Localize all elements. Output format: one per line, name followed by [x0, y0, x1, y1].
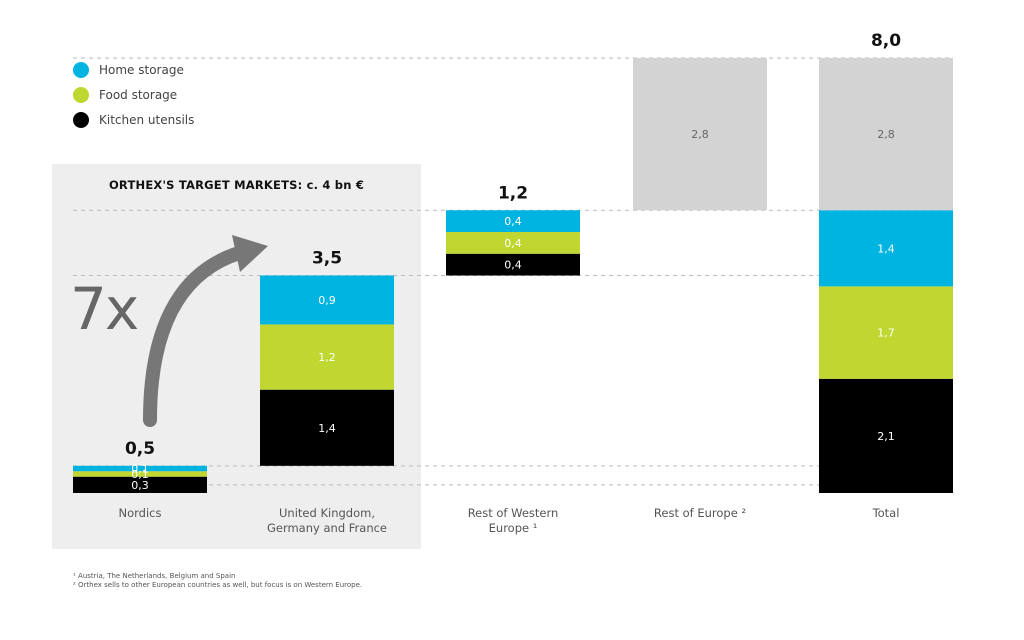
bar-segment-label: 2,8: [691, 128, 709, 141]
bar-segment: [633, 58, 767, 211]
bar-segment-label: 0,4: [504, 237, 522, 250]
bar-segment-label: 0,9: [318, 294, 336, 307]
bar-segment: [819, 378, 953, 493]
legend-label: Food storage: [99, 87, 178, 102]
bar-total-label: 8,0: [871, 31, 901, 51]
category-label: Rest of Western: [468, 506, 559, 520]
bar-segment: [260, 389, 394, 466]
bar-segment-label: 0,3: [131, 479, 149, 492]
growth-multiplier: 7x: [70, 275, 139, 343]
legend-item-food-storage: Food storage: [73, 82, 194, 107]
bar-segment-label: 1,4: [877, 242, 895, 255]
bar-segment: [819, 210, 953, 287]
legend-item-kitchen-utensils: Kitchen utensils: [73, 107, 194, 132]
bars: [73, 58, 953, 493]
growth-arrow-icon: [143, 243, 257, 427]
category-label: Europe ¹: [489, 521, 538, 535]
bar-segment-label: 0,1: [131, 463, 149, 476]
target-markets-title: ORTHEX'S TARGET MARKETS: c. 4 bn €: [108, 178, 365, 192]
bar-segment: [260, 324, 394, 390]
bar-segment: [446, 253, 580, 276]
bar-segment: [73, 465, 207, 472]
bar-segment: [446, 210, 580, 232]
legend-swatch-home-storage: [73, 61, 89, 78]
bar-segment: [260, 275, 394, 325]
bar-total-label: 3,5: [312, 249, 342, 269]
growth-arrow-head-icon: [232, 235, 268, 272]
bar-total-label: 0,5: [125, 439, 155, 459]
footnote-1: ¹ Austria, The Netherlands, Belgium and …: [73, 572, 236, 580]
category-label: Total: [872, 506, 900, 520]
category-label: Germany and France: [267, 521, 387, 535]
bar-segment-label: 0,4: [504, 259, 522, 272]
bar-segment-label: 2,1: [877, 430, 895, 443]
bar-segment-label: 1,2: [318, 351, 336, 364]
category-label: United Kingdom,: [279, 506, 375, 520]
category-label: Nordics: [119, 506, 162, 520]
legend-label: Kitchen utensils: [99, 112, 195, 127]
legend-item-home-storage: Home storage: [73, 57, 194, 82]
bar-segment: [73, 476, 207, 493]
category-label: Rest of Europe ²: [654, 506, 746, 520]
bar-total-label: 1,2: [498, 183, 528, 203]
legend-swatch-kitchen-utensils: [73, 111, 89, 128]
legend-label: Home storage: [99, 62, 184, 77]
bar-segment: [819, 58, 953, 211]
legend: Home storage Food storage Kitchen utensi…: [73, 57, 194, 132]
bar-segment-label: 0,4: [504, 215, 522, 228]
footnotes: ¹ Austria, The Netherlands, Belgium and …: [73, 572, 362, 590]
bar-segment-label: 1,7: [877, 327, 895, 340]
bar-segment: [73, 471, 207, 477]
bar-segment: [819, 286, 953, 379]
footnote-2: ² Orthex sells to other European countri…: [73, 581, 363, 589]
bar-segment-label: 0,1: [131, 468, 149, 481]
bar-segment: [446, 232, 580, 254]
legend-swatch-food-storage: [73, 86, 89, 103]
bar-segment-label: 1,4: [318, 422, 336, 435]
bar-segment-label: 2,8: [877, 128, 895, 141]
